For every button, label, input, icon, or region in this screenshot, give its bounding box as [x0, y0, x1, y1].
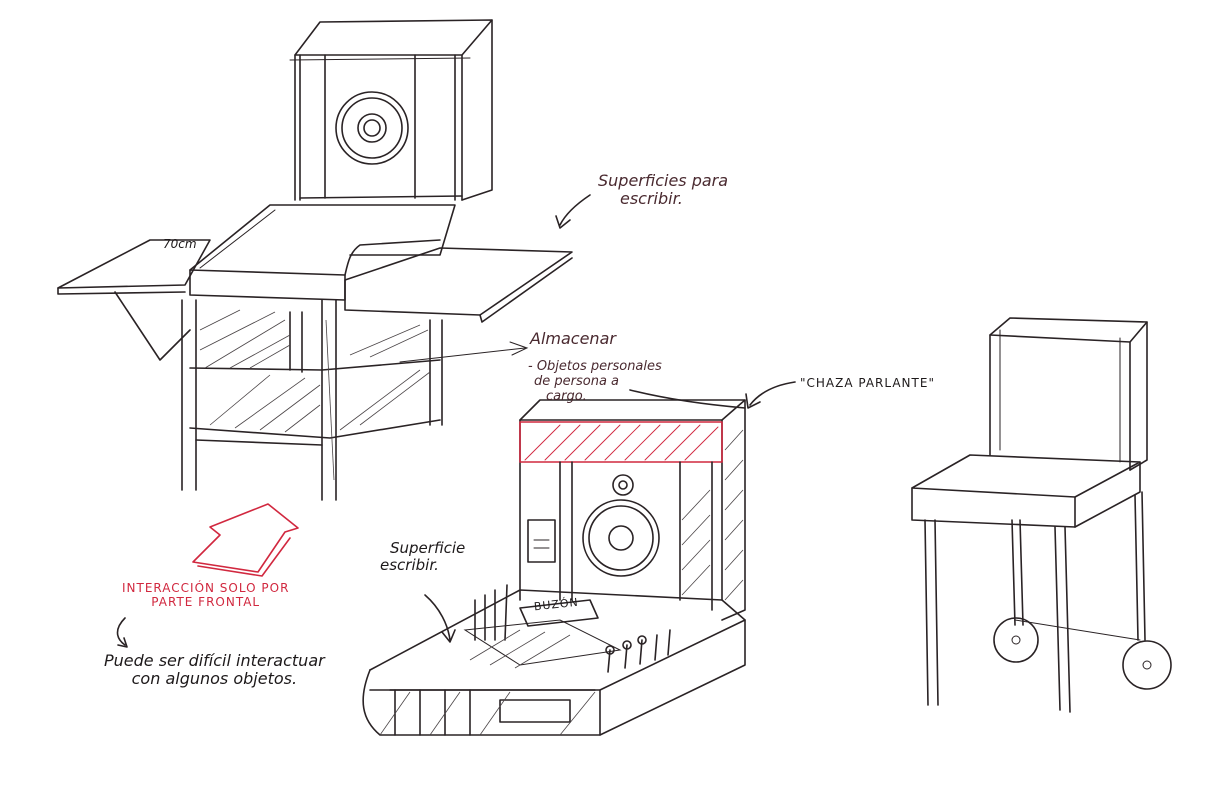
arrow-icon — [116, 617, 128, 648]
annotation-difficulty-line1: Puede ser difícil interactuar — [104, 651, 325, 670]
annotation-chaza-parlante: "CHAZA PARLANTE" — [800, 376, 935, 390]
annotation-difficulty: Puede ser difícil interactuar con alguno… — [104, 651, 325, 689]
annotation-interaction: INTERACCIÓN SOLO POR PARTE FRONTAL — [122, 581, 290, 610]
annotation-surface-write-line1: Superficie — [390, 539, 466, 557]
arrow-icon — [424, 594, 456, 643]
annotation-storage-items: - Objetos personales de persona a cargo. — [528, 359, 662, 405]
speaker-icon — [335, 91, 409, 165]
arrow-icon — [399, 341, 529, 363]
annotation-surfaces-top-line1: Superficies para — [598, 171, 729, 190]
storage-band-red — [519, 421, 723, 463]
arrow-icon — [192, 503, 299, 577]
annotation-interaction-line2: PARTE FRONTAL — [151, 594, 261, 609]
annotation-difficulty-line2: con algunos objetos. — [131, 669, 298, 689]
sketch-desk-speaker-tower — [57, 19, 573, 501]
speaker-icon — [582, 474, 660, 577]
annotation-storage-line1: - Objetos personales — [528, 359, 662, 374]
annotation-surface-write: Superficie escribir. — [380, 539, 466, 575]
annotation-surfaces-top: Superficies para escribir. — [598, 171, 729, 209]
annotation-storage-title: Almacenar — [530, 329, 616, 348]
annotation-storage: Almacenar — [530, 329, 616, 348]
sketch-chaza-parlante — [362, 399, 746, 736]
annotation-measurement: 70cm — [163, 237, 197, 251]
wheel-icon — [993, 617, 1039, 663]
wheel-icon — [1122, 640, 1172, 690]
arrow-icon — [555, 194, 591, 229]
arrow-icon — [629, 381, 796, 409]
annotation-storage-line2: de persona a — [534, 373, 620, 389]
sketch-chair — [911, 317, 1172, 713]
annotation-surfaces-top-line2: escribir. — [620, 189, 683, 209]
annotation-interaction-line1: INTERACCIÓN SOLO POR — [122, 581, 290, 595]
annotation-storage-line3: cargo. — [546, 388, 587, 404]
annotation-surface-write-line2: escribir. — [380, 556, 439, 575]
